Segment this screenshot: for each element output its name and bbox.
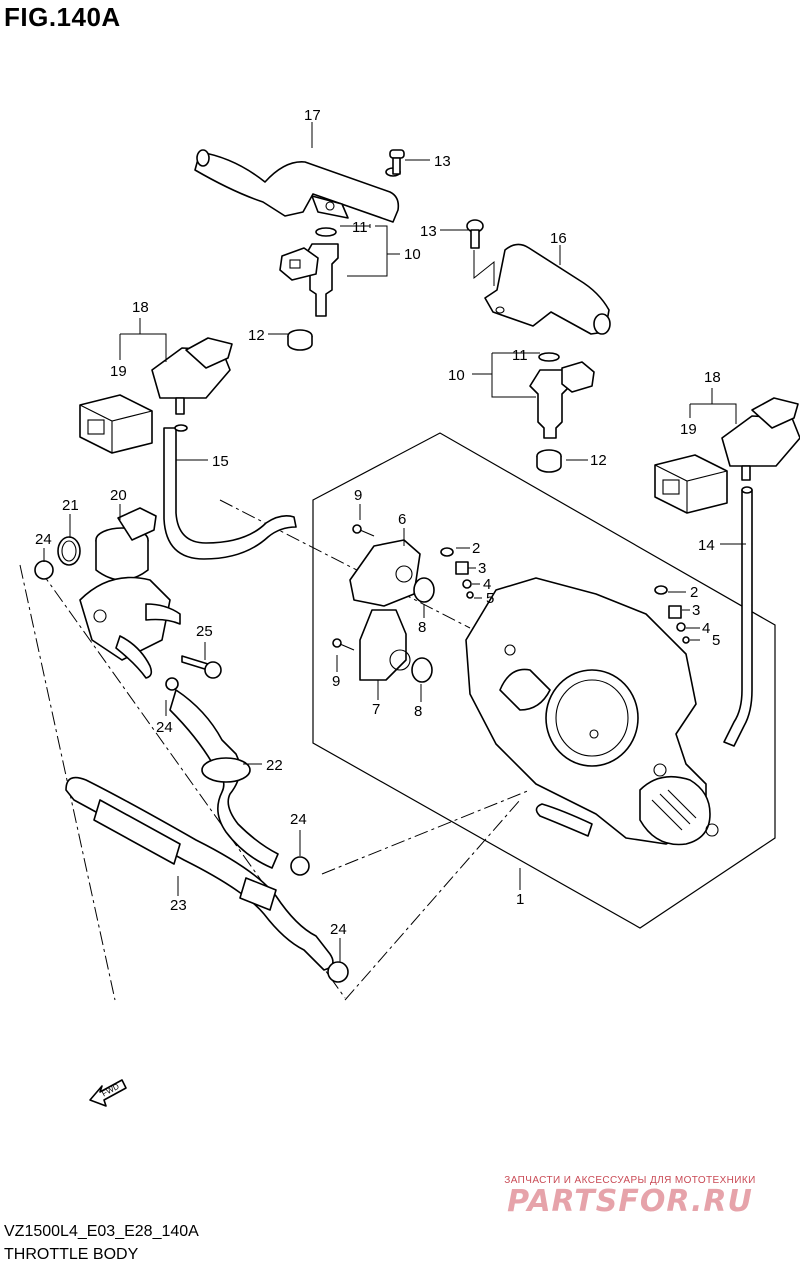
callout-19-left: 19 (110, 363, 127, 380)
callout-11-upper: 11 (352, 219, 368, 236)
callout-24-a: 24 (35, 531, 52, 548)
part-6-sensor (349, 539, 421, 607)
part-12-seal-lower (536, 449, 562, 473)
part-8-o-ring-a (413, 577, 435, 603)
callout-labels: 17 13 11 10 12 13 16 11 10 12 18 19 18 1… (35, 107, 721, 938)
part-13-bolt-upper (389, 149, 405, 175)
callout-4-right: 4 (702, 620, 710, 637)
part-14-hose (723, 489, 753, 747)
watermark: ЗАПЧАСТИ И АКСЕССУАРЫ ДЛЯ МОТОТЕХНИКИ PA… (470, 1175, 790, 1218)
callout-17: 17 (304, 107, 321, 124)
callout-8-upper: 8 (418, 619, 426, 636)
callout-5-left: 5 (486, 590, 494, 607)
callout-13-right: 13 (420, 223, 437, 240)
part-15-hose (163, 427, 297, 560)
callout-22: 22 (266, 757, 283, 774)
callout-24-c: 24 (290, 811, 307, 828)
part-9-screw-a (352, 524, 375, 537)
part-9-screw-b (332, 638, 355, 651)
callout-2-right: 2 (690, 584, 698, 601)
part-24-clip-d (327, 961, 349, 983)
part-1-throttle-body (465, 577, 719, 846)
callout-10-upper: 10 (404, 246, 421, 263)
callout-3-right: 3 (692, 602, 700, 619)
part-24-clip-b (165, 677, 179, 691)
callout-1: 1 (516, 891, 524, 908)
callout-4-left: 4 (483, 576, 491, 593)
leader-lines (43, 122, 746, 962)
callout-7: 7 (372, 701, 380, 718)
callout-24-b: 24 (156, 719, 173, 736)
callout-13-upper: 13 (434, 153, 451, 170)
part-12-seal-upper (287, 329, 313, 351)
part-16-fuel-pipe (484, 243, 611, 335)
callout-8-lower: 8 (414, 703, 422, 720)
callout-11-lower: 11 (512, 347, 528, 364)
part-17-fuel-pipe (194, 149, 401, 223)
callout-12-lower: 12 (590, 452, 607, 469)
part-19-cover-left (79, 394, 153, 454)
part-10-injector-upper (279, 227, 339, 317)
watermark-tagline: ЗАПЧАСТИ И АКСЕССУАРЫ ДЛЯ МОТОТЕХНИКИ (504, 1175, 756, 1186)
callout-10-lower: 10 (448, 367, 465, 384)
callout-18-left: 18 (132, 299, 149, 316)
callout-25: 25 (196, 623, 213, 640)
callout-18-right: 18 (704, 369, 721, 386)
part-24-clip-c (290, 856, 310, 876)
callout-21: 21 (62, 497, 79, 514)
callout-2-left: 2 (472, 540, 480, 557)
part-25-screw (181, 655, 222, 679)
part-24-clip-a (34, 560, 54, 580)
part-18-sensor-right (721, 397, 800, 481)
part-7-sensor (359, 609, 411, 681)
page-caption: THROTTLE BODY (4, 1246, 139, 1263)
callout-24-d: 24 (330, 921, 347, 938)
callout-9-lower: 9 (332, 673, 340, 690)
callout-20: 20 (110, 487, 127, 504)
callout-14: 14 (698, 537, 715, 554)
callout-19-right: 19 (680, 421, 697, 438)
part-19-cover-right (654, 454, 728, 514)
part-10-injector-lower (529, 352, 595, 439)
callout-23: 23 (170, 897, 187, 914)
assembly-frame (312, 432, 776, 929)
callout-12-upper: 12 (248, 327, 265, 344)
forward-direction-arrow: FWD (89, 1079, 127, 1107)
callout-3-left: 3 (478, 560, 486, 577)
part-18-sensor-left (151, 337, 233, 415)
callout-5-right: 5 (712, 632, 720, 649)
figure-title: FIG.140A (4, 2, 121, 32)
idle-screw-set-left (440, 547, 474, 599)
model-code: VZ1500L4_E03_E28_140A (4, 1223, 199, 1240)
part-20-valve (79, 507, 181, 679)
part-13-bolt-right (466, 219, 484, 249)
part-8-o-ring-b (411, 657, 433, 683)
callout-15: 15 (212, 453, 229, 470)
callout-16: 16 (550, 230, 567, 247)
watermark-brand: PARTSFOR.RU (507, 1184, 753, 1219)
callout-9-upper: 9 (354, 487, 362, 504)
idle-screw-set-right (654, 585, 690, 644)
callout-6: 6 (398, 511, 406, 528)
